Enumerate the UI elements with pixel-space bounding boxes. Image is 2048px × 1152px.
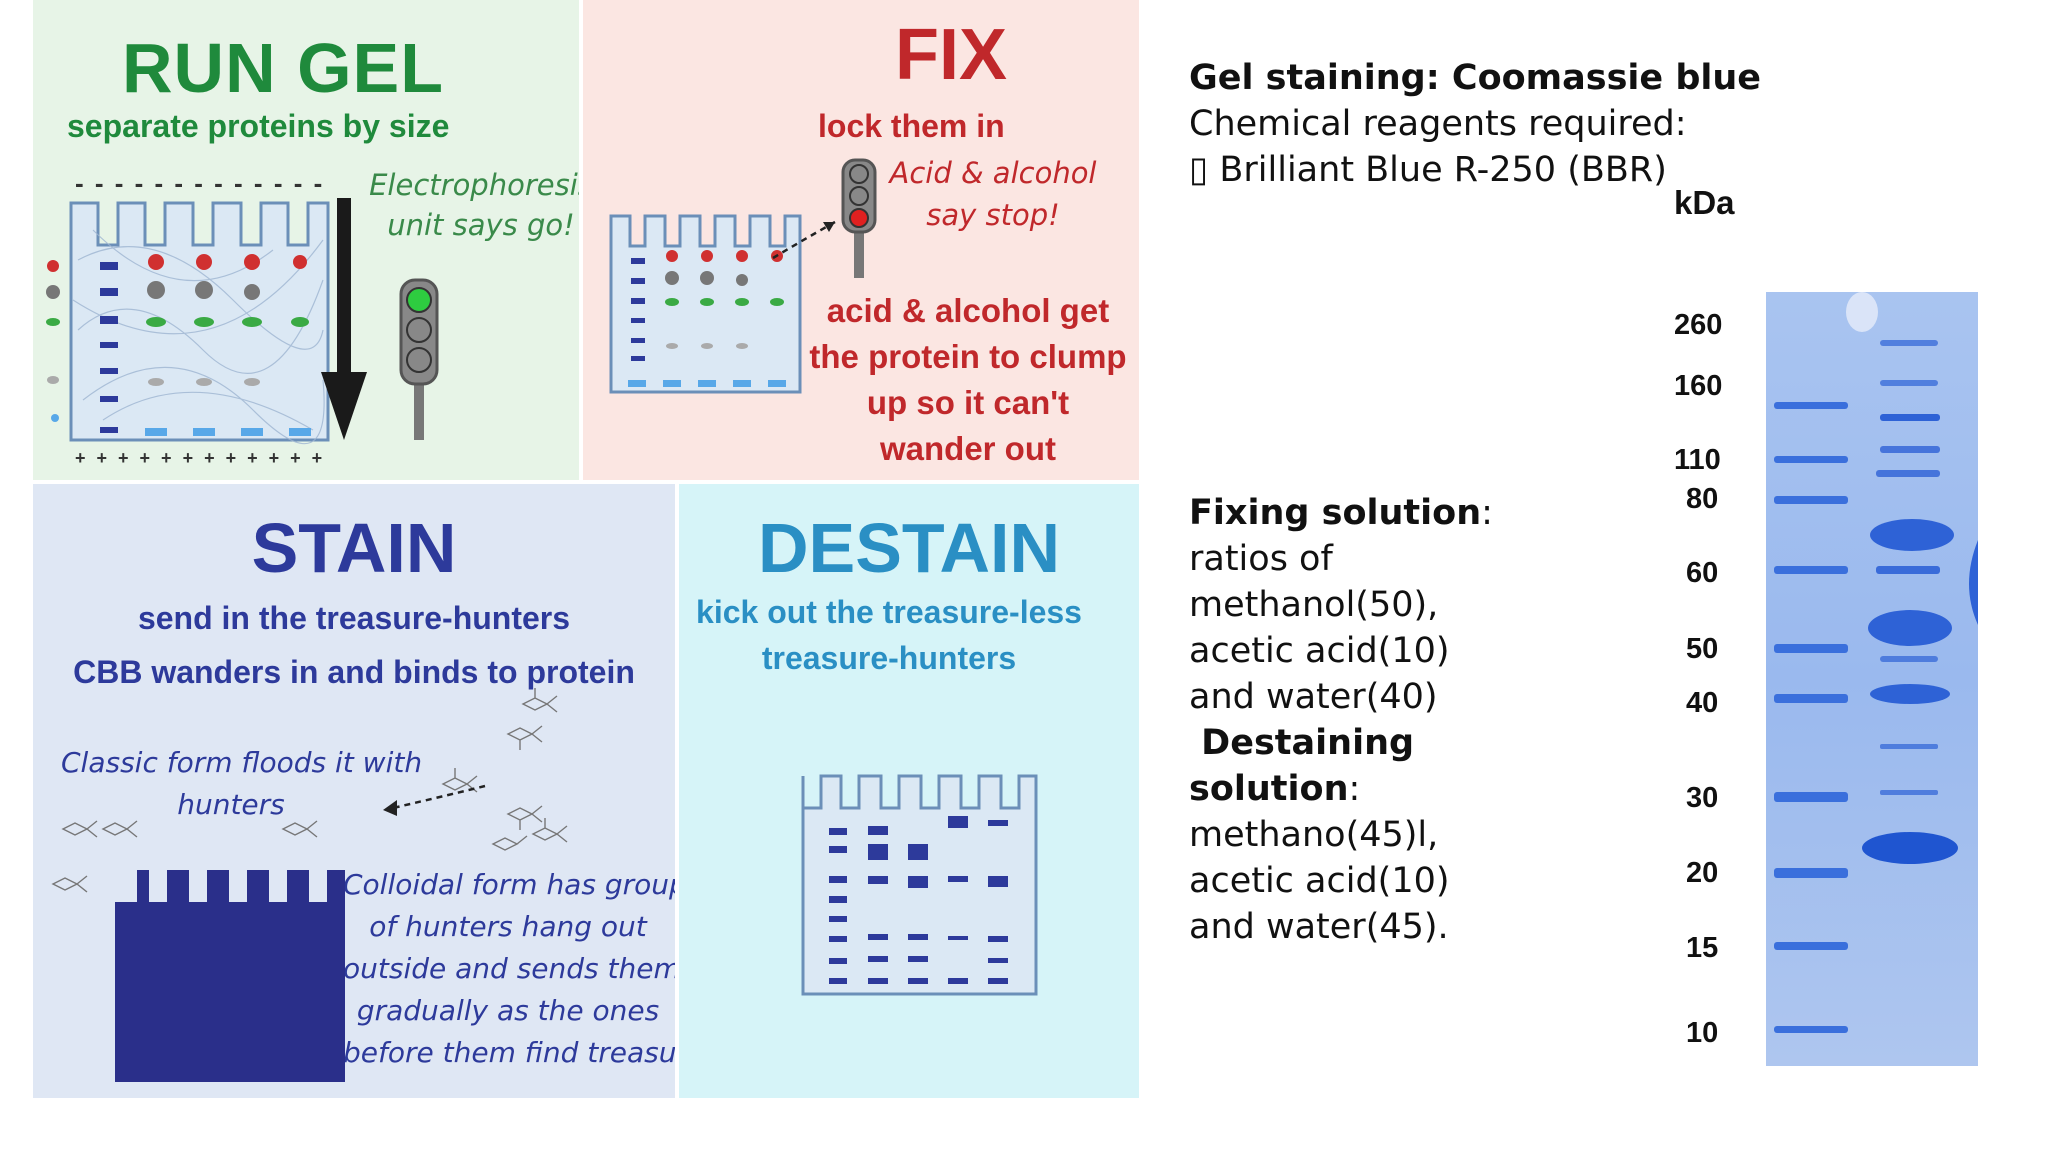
gel-photo-ladder-bands [1774,402,1848,1033]
destaining-label-line-2: solution: [1189,766,1529,812]
fix-dashed-arrow [772,220,836,260]
fixing-line-4: and water(40) [1189,677,1438,717]
traffic-light-stop-icon [841,158,877,278]
fix-subtitle: lock them in [818,108,1005,144]
marker-30: 30 [1686,782,1719,814]
run-gel-note-2: unit says go! [387,208,575,242]
destain-title: DESTAIN [757,509,1061,587]
kda-unit-label: kDa [1674,184,1735,221]
down-arrow-icon [321,198,367,440]
run-gel-note-1: Electrophoresis [369,168,579,202]
fix-note-2: say stop! [926,198,1060,232]
destain-illustration [801,774,1038,996]
stain-colloidal-note-2: of hunters hang out [369,910,647,943]
fix-body-3: up so it can't [866,384,1070,421]
reagent-1: ▯ Brilliant Blue R-250 (BBR) [1189,150,1667,190]
destain-panel: DESTAIN kick out the treasure-less treas… [679,484,1139,1098]
stain-illustration [51,688,568,1082]
reagents-label: Chemical reagents required: [1189,104,1687,144]
destaining-line-2: acetic acid(10) [1189,861,1450,901]
stain-subtitle-2: CBB wanders in and binds to protein [73,654,635,690]
stain-classic-note-1: Classic form floods it with [61,746,423,779]
destaining-line-3: and water(45). [1189,907,1449,947]
stain-title: STAIN [251,509,457,587]
fixing-line-1: ratios of [1189,539,1333,579]
destaining-label-1: Destaining [1189,723,1415,763]
marker-15: 15 [1686,932,1719,964]
fixing-colon: : [1481,493,1493,533]
stain-colloidal-note-4: gradually as the ones [356,994,660,1027]
marker-110: 110 [1674,444,1721,476]
run-gel-panel: RUN GEL separate proteins by size Electr… [33,0,579,480]
stain-colloidal-note-1: Colloidal form has groups [343,868,675,901]
fix-title: FIX [894,15,1007,95]
run-gel-subtitle: separate proteins by size [67,108,450,144]
destain-subtitle-2: treasure-hunters [761,640,1017,676]
run-gel-title: RUN GEL [122,29,444,107]
dye-molecules [51,688,568,893]
marker-260: 260 [1674,309,1723,341]
marker-50: 50 [1686,633,1719,665]
marker-10: 10 [1686,1017,1719,1049]
destained-bands [829,816,1008,984]
destaining-line-1: methano(45)l, [1189,815,1439,855]
stain-colloidal-note-3: outside and sends them in [343,952,675,985]
stain-colloidal-note-5: before them find treasure [343,1036,675,1069]
fixing-label: Fixing solution [1189,493,1482,533]
gel-photo-sample-bands [1862,340,1958,864]
run-gel-minus-signs: - - - - - - - - - - - - - [75,168,325,198]
stained-gel [115,870,345,1082]
marker-40: 40 [1686,687,1719,719]
traffic-light-go-icon [399,278,439,440]
gel-photo-edge-band [1969,540,1978,625]
gel-photo-well-bubble [1846,292,1878,332]
stain-panel: STAIN send in the treasure-hunters CBB w… [33,484,675,1098]
text-heading: Gel staining: Coomassie blue [1189,55,1761,101]
stain-classic-note-2: hunters [177,788,285,821]
fix-illustration [609,158,877,394]
heading-text: Gel staining: Coomassie blue [1189,58,1762,98]
marker-80: 80 [1686,483,1719,515]
fix-body-1: acid & alcohol get [826,292,1110,329]
destain-subtitle-1: kick out the treasure-less [696,594,1082,630]
fixing-line-3: acetic acid(10) [1189,631,1450,671]
marker-160: 160 [1674,370,1723,402]
gel-photo-background [1766,292,1978,1066]
stain-dashed-arrow [392,784,486,810]
destaining-label-2: solution [1189,769,1349,809]
marker-60: 60 [1686,557,1719,589]
run-gel-plus-signs: + + + + + + + + + + + + [75,448,326,468]
fix-body-2: the protein to clump [809,338,1127,375]
fixing-block: Fixing solution: ratios of methanol(50),… [1189,490,1529,950]
fixing-label-line: Fixing solution: [1189,490,1529,536]
run-gel-illustration [46,198,439,445]
destaining-label-line-1: Destaining [1189,720,1529,766]
fix-panel: FIX lock them in Acid & alcohol say stop… [583,0,1139,480]
fix-body-4: wander out [879,430,1056,467]
ladder-bands [100,262,118,433]
fix-note-1: Acid & alcohol [889,156,1097,190]
protein-blobs [46,254,311,436]
stain-subtitle-1: send in the treasure-hunters [137,600,571,636]
fixing-line-2: methanol(50), [1189,585,1439,625]
fixed-ladder-bands [631,258,645,361]
marker-20: 20 [1686,857,1719,889]
destaining-colon: : [1348,769,1361,809]
